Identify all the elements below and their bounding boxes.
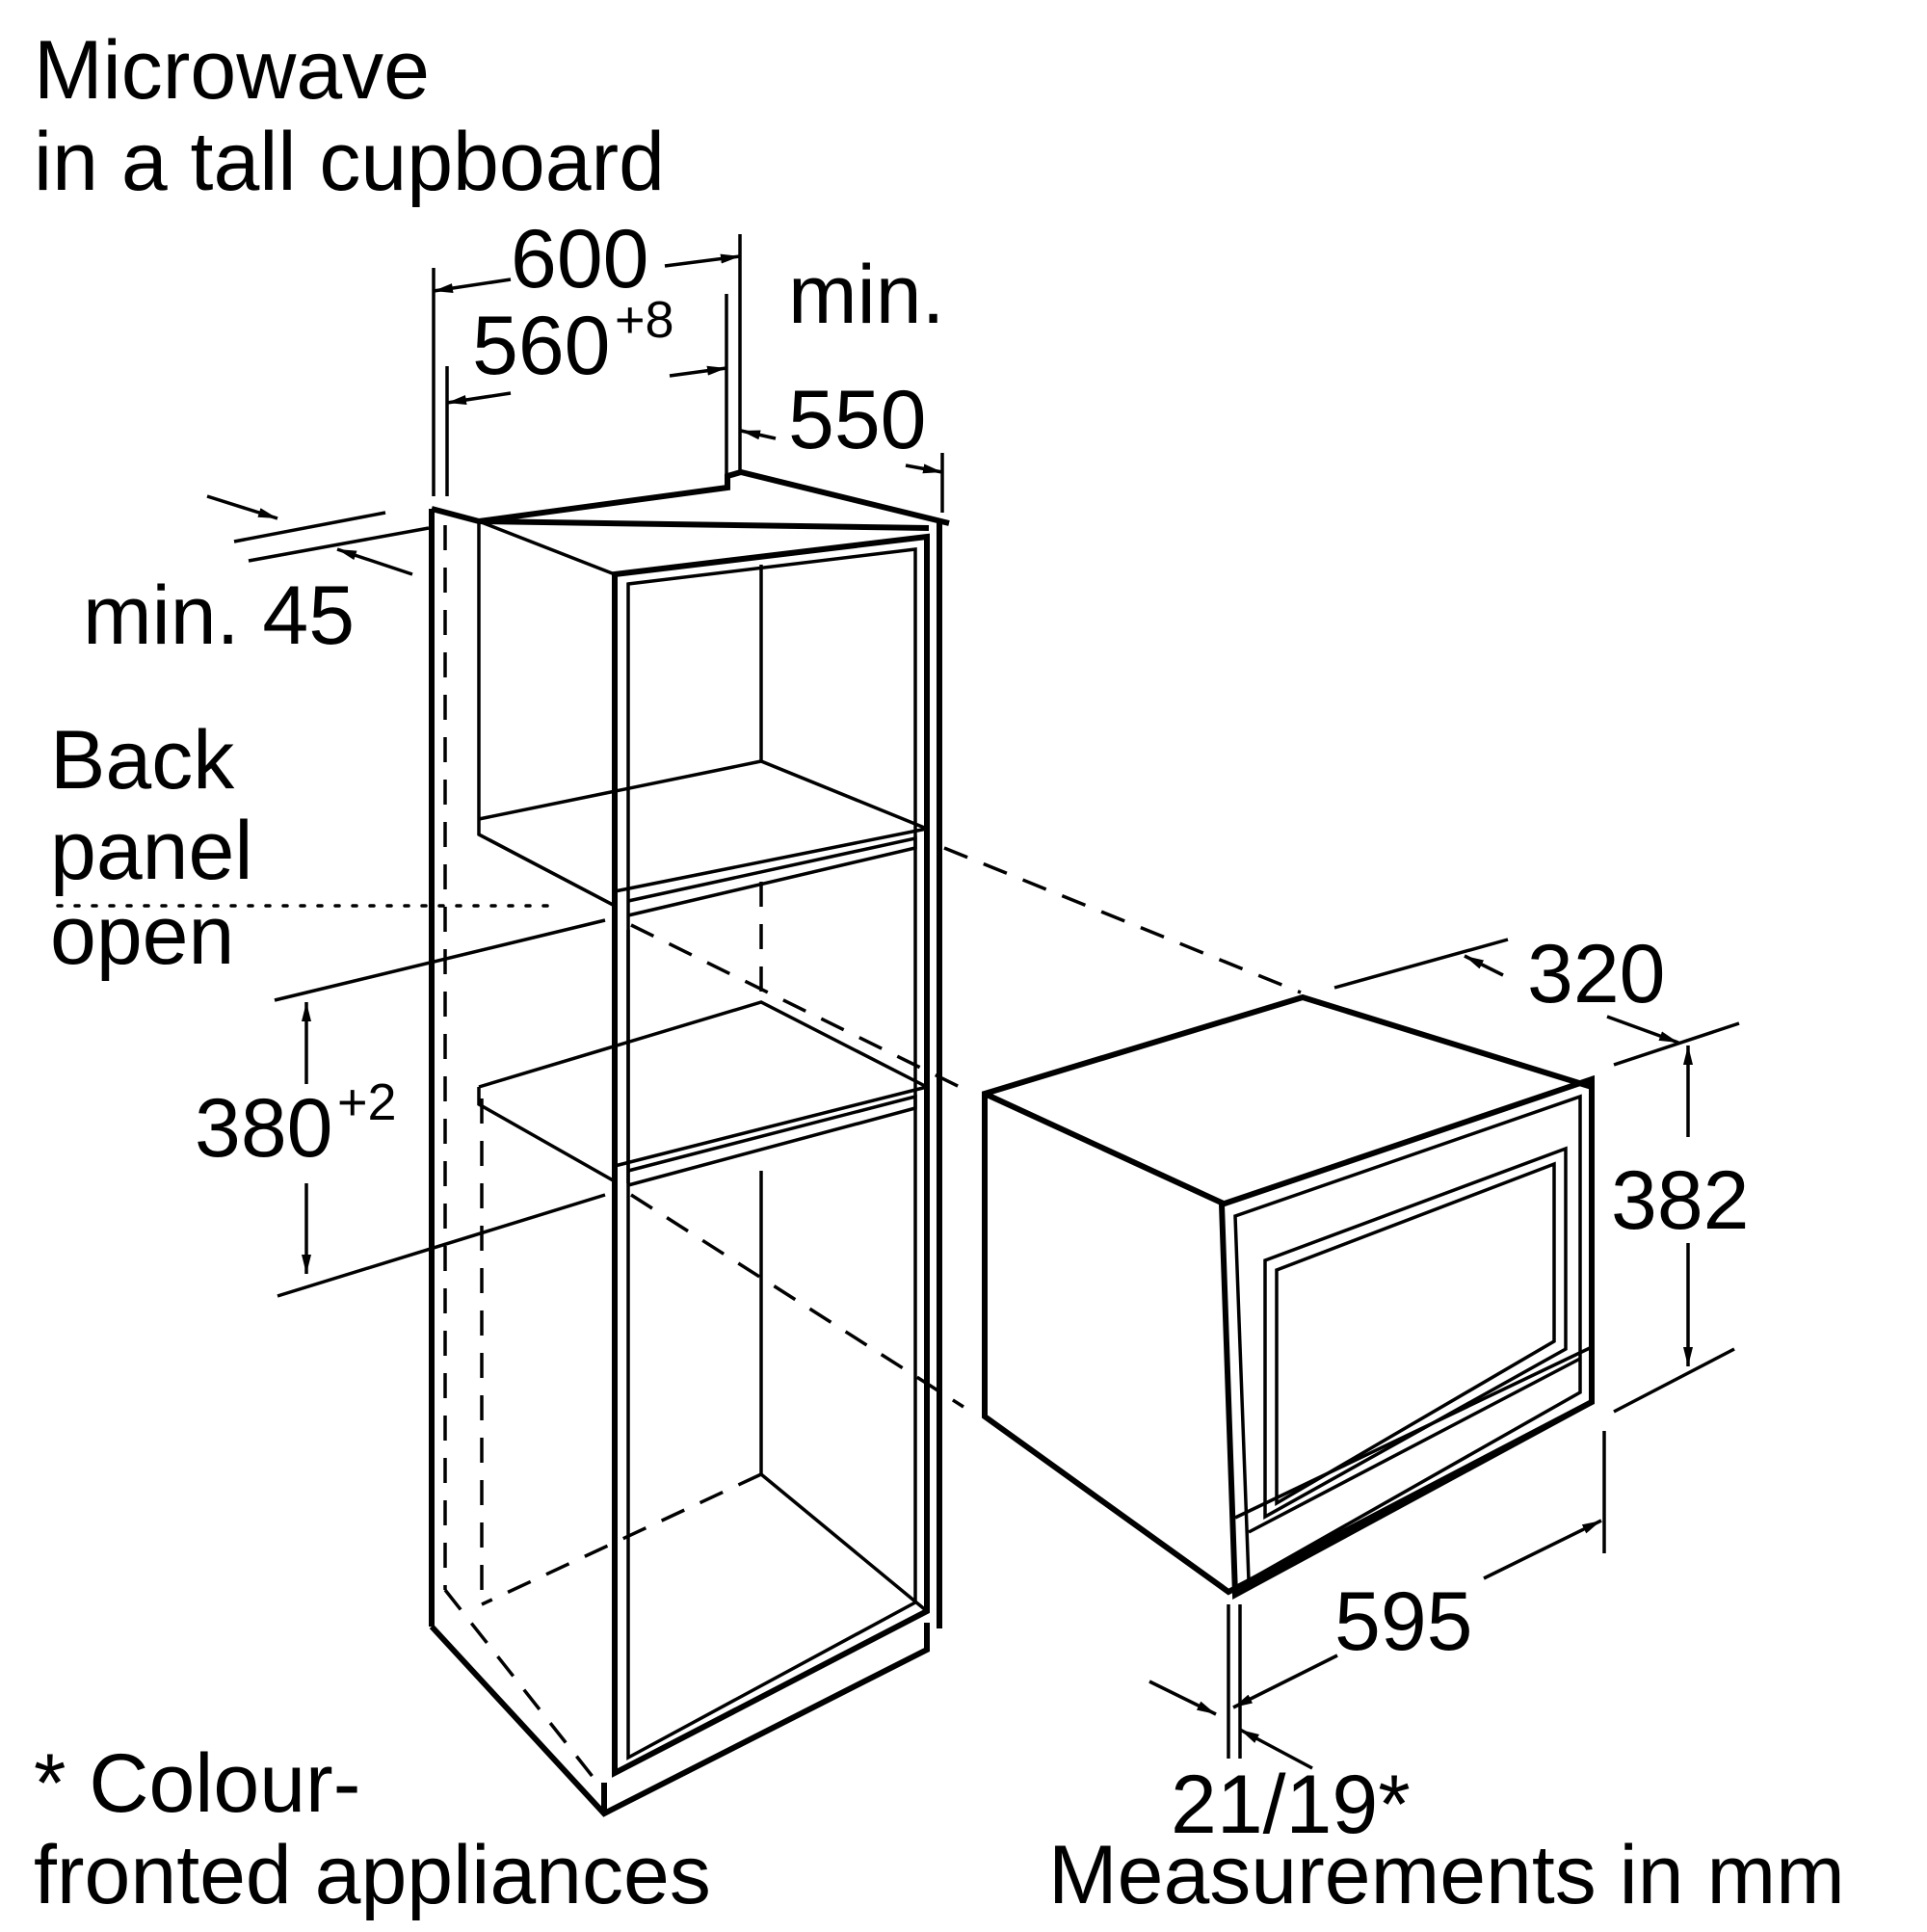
back-panel-line1: Back (50, 714, 235, 807)
ext-45-bottom (248, 526, 430, 563)
align-line-bottom (630, 1193, 964, 1409)
microwave-control-strip (1234, 1345, 1593, 1520)
tall-cupboard (429, 468, 950, 1817)
dim-320-top-arrow (1464, 954, 1504, 977)
ext-320-right (1613, 1021, 1740, 1067)
ext-380-top (274, 918, 606, 1002)
microwave-window (1263, 1146, 1568, 1520)
microwave-door-inner (1233, 1094, 1582, 1583)
lower-floor-right (759, 1472, 929, 1613)
dim-560-group: 560 +8 (472, 291, 674, 392)
ext-45-top (233, 511, 386, 543)
title-line2: in a tall cupboard (34, 116, 665, 208)
dim-45-top-arrow (206, 494, 278, 520)
ext-320-top (1333, 938, 1509, 990)
alignment-lines (630, 846, 1302, 1409)
lower-shelf-front-edge (627, 1094, 917, 1187)
align-line-top (943, 846, 1302, 994)
back-hidden-bottom (443, 1588, 599, 1785)
cupboard-plinth (429, 1623, 930, 1817)
dim-600-right-arrow (664, 253, 741, 268)
dim-550-label: 550 (788, 374, 927, 466)
dim-560-tol: +8 (615, 291, 674, 349)
footnote-line1: * Colour- (34, 1737, 360, 1830)
dim-45-bottom-arrow (336, 547, 413, 576)
upper-shelf-front (478, 833, 616, 908)
microwave-door (1218, 1074, 1595, 1600)
dim-595-left-arrow (1232, 1654, 1338, 1709)
dim-600-left-arrow (433, 278, 512, 293)
upper-left-top (478, 519, 616, 576)
ext-382-bottom (1613, 1347, 1735, 1414)
cupboard-front-frame-inner (626, 547, 917, 1760)
align-line-mid (630, 923, 964, 1091)
labels: Microwave in a tall cupboard 600 560 +8 … (34, 24, 1845, 1921)
microwave-window-inner (1275, 1161, 1556, 1507)
dim-21-left-arrow (1148, 1680, 1217, 1716)
dim-550-min-label: min. (788, 249, 944, 341)
lower-floor-hidden (481, 1472, 762, 1606)
dim-380-label: 380 (195, 1082, 333, 1175)
dim-550-left-arrow (740, 429, 777, 440)
title-line1: Microwave (34, 24, 430, 117)
dim-595-right-arrow (1483, 1519, 1602, 1580)
dim-560-label: 560 (472, 300, 611, 392)
back-panel-line2: panel (50, 805, 252, 897)
dim-595-label: 595 (1334, 1575, 1473, 1668)
lower-shelf (477, 1000, 928, 1183)
microwave-control-strip-2 (1248, 1357, 1581, 1534)
cupboard-top-panel (431, 468, 950, 526)
dim-21-right-arrow (1239, 1728, 1313, 1770)
ext-380-bottom (277, 1193, 606, 1298)
units-note: Measurements in mm (1048, 1829, 1845, 1921)
dimension-lines (56, 234, 1740, 1770)
cupboard-top-back-edge (478, 518, 930, 531)
dim-380-tol: +2 (337, 1073, 397, 1131)
dim-600-label: 600 (511, 213, 649, 305)
microwave-top-front-edge (983, 1091, 1227, 1207)
back-panel-line3: open (50, 889, 234, 982)
dim-382-label: 382 (1611, 1154, 1750, 1247)
dim-560-left-arrow (446, 391, 512, 405)
dim-320-label: 320 (1527, 928, 1666, 1020)
microwave-appliance (982, 993, 1595, 1600)
dim-320-right-arrow (1606, 1015, 1679, 1045)
dim-550-right-arrow (905, 463, 943, 474)
dim-21-label: 21/19* (1171, 1759, 1411, 1851)
dim-380-group: 380 +2 (195, 1073, 397, 1175)
footnote-line2: fronted appliances (34, 1829, 711, 1921)
upper-shelf-front-edge (627, 835, 917, 917)
dim-45-label: min. 45 (83, 569, 355, 662)
dim-560-right-arrow (669, 365, 727, 378)
